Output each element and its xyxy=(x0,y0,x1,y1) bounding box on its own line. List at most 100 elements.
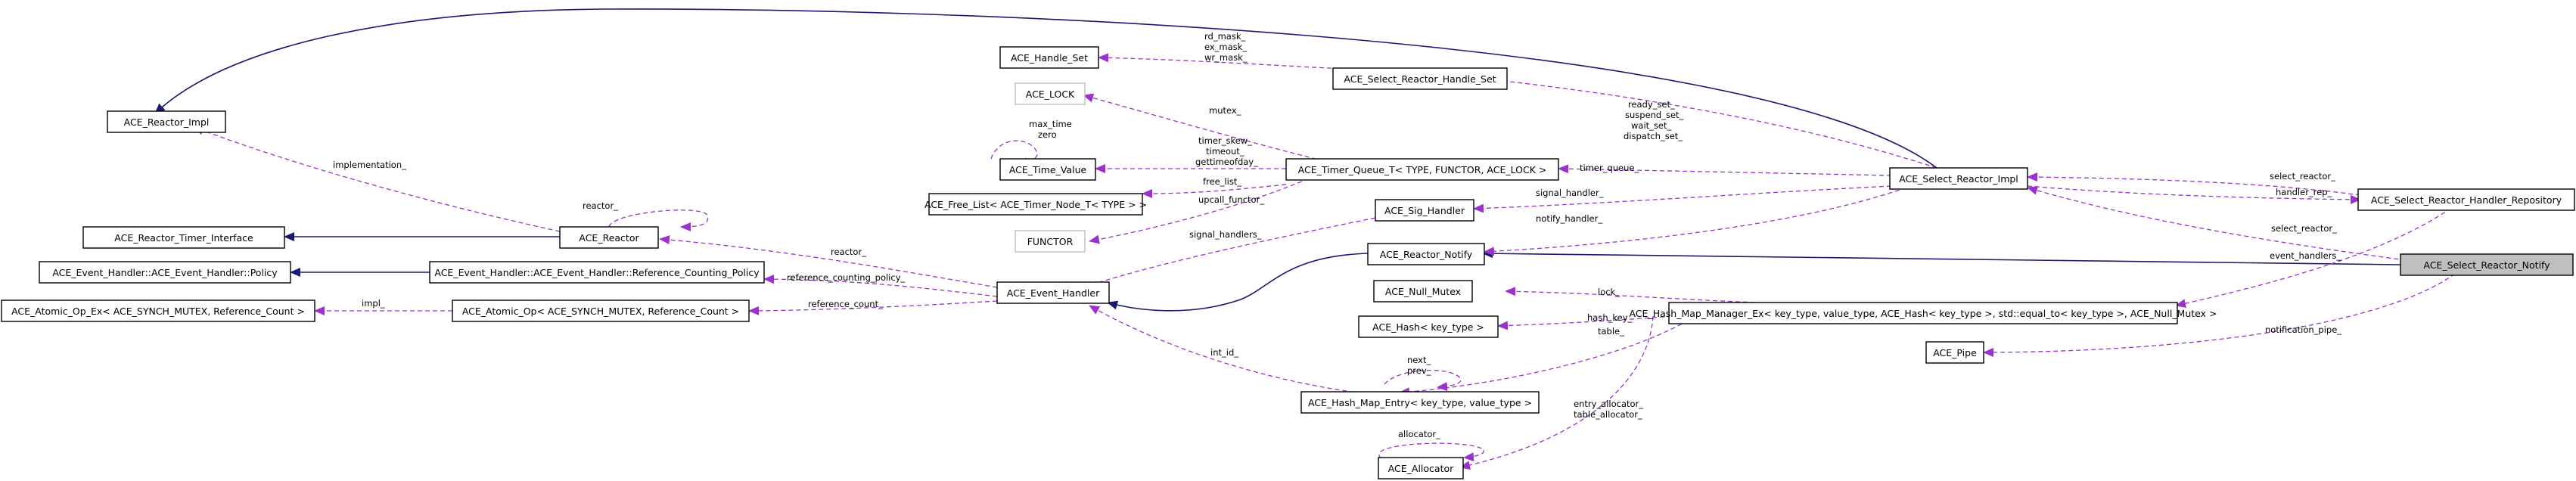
node-label: ACE_Atomic_Op_Ex< ACE_SYNCH_MUTEX, Refer… xyxy=(11,306,305,317)
edge-label-gettimeofday: gettimeofday_ xyxy=(1195,157,1258,167)
node-handle-set[interactable]: ACE_Handle_Set xyxy=(999,46,1099,69)
edge-label-reactor-self: reactor_ xyxy=(583,200,618,211)
edge-use-select-sets xyxy=(1482,75,1937,169)
edge-label-suspend-set: suspend_set_ xyxy=(1625,110,1684,120)
edge-use-reference-count xyxy=(748,300,998,315)
node-null-mutex[interactable]: ACE_Null_Mutex xyxy=(1373,280,1473,303)
edge-use-mutex xyxy=(1083,93,1325,162)
edge-label-allocator: allocator_ xyxy=(1398,429,1440,439)
edges xyxy=(154,8,2456,470)
edge-label-event-handlers: event_handlers_ xyxy=(2270,250,2341,261)
node-label: ACE_Timer_Queue_T< TYPE, FUNCTOR, ACE_LO… xyxy=(1298,164,1547,175)
node-label: ACE_Reactor xyxy=(579,232,639,244)
node-label: ACE_Null_Mutex xyxy=(1385,286,1461,297)
node-reactor[interactable]: ACE_Reactor xyxy=(559,226,659,249)
edge-label-dispatch-set: dispatch_set_ xyxy=(1624,131,1683,141)
edge-use-entry-allocators xyxy=(1459,315,1654,470)
edge-use-reactor-from-event-handler xyxy=(659,235,998,288)
edge-use-reference-counting-policy xyxy=(763,275,998,297)
edge-label-max-time: max_time xyxy=(1029,119,1072,129)
node-select-reactor-impl[interactable]: ACE_Select_Reactor_Impl xyxy=(1889,167,2028,190)
node-label: ACE_LOCK xyxy=(1026,88,1075,100)
node-handler-repository[interactable]: ACE_Select_Reactor_Handler_Repository xyxy=(2357,188,2575,211)
edge-label-reference-counting-policy: reference_counting_policy_ xyxy=(787,272,905,283)
node-pipe[interactable]: ACE_Pipe xyxy=(1925,341,1984,364)
node-allocator[interactable]: ACE_Allocator xyxy=(1378,457,1464,479)
edge-label-select-reactor-notify: select_reactor_ xyxy=(2271,223,2337,234)
node-timer-queue[interactable]: ACE_Timer_Queue_T< TYPE, FUNCTOR, ACE_LO… xyxy=(1285,158,1559,181)
node-label: ACE_Hash_Map_Entry< key_type, value_type… xyxy=(1308,397,1532,408)
edge-label-entry-allocator: entry_allocator_ xyxy=(1574,399,1643,409)
edge-use-notification-pipe xyxy=(1983,273,2456,357)
edge-label-timer-skew: timer_skew_ xyxy=(1198,135,1252,146)
edge-use-signal-handlers xyxy=(1074,217,1376,292)
edge-label-ready-set: ready_set_ xyxy=(1628,99,1675,110)
edge-label-table: table_ xyxy=(1598,326,1624,337)
edge-label-mutex: mutex_ xyxy=(1209,105,1241,116)
edge-use-notify-handler xyxy=(1484,187,1907,256)
node-event-handler[interactable]: ACE_Event_Handler xyxy=(996,281,1110,304)
node-label: ACE_Sig_Handler xyxy=(1384,205,1465,216)
node-event-handler-policy[interactable]: ACE_Event_Handler::ACE_Event_Handler::Po… xyxy=(39,261,291,284)
edge-label-prev: prev_ xyxy=(1407,365,1431,376)
edge-use-upcall-functor xyxy=(1089,178,1310,244)
node-reactor-impl[interactable]: ACE_Reactor_Impl xyxy=(107,110,226,133)
node-label: ACE_Time_Value xyxy=(1009,164,1087,175)
edge-label-notification-pipe: notification_pipe_ xyxy=(2265,324,2341,335)
node-label: ACE_Reactor_Notify xyxy=(1380,249,1473,260)
edge-label-impl: impl_ xyxy=(362,298,385,309)
edge-label-timer-queue: timer_queue_ xyxy=(1580,163,1639,173)
node-label: ACE_Reactor_Impl xyxy=(124,116,210,128)
edge-use-lock xyxy=(1505,287,1756,303)
edge-label-ex-mask: ex_mask_ xyxy=(1204,42,1247,52)
edge-use-select-reactor-from-repo xyxy=(2027,172,2361,196)
node-hash-map-entry[interactable]: ACE_Hash_Map_Entry< key_type, value_type… xyxy=(1300,391,1540,414)
node-label: ACE_Reactor_Timer_Interface xyxy=(114,232,253,244)
node-label: ACE_Free_List< ACE_Timer_Node_T< TYPE > … xyxy=(924,199,1147,210)
edge-label-signal-handlers: signal_handlers_ xyxy=(1189,229,1262,240)
node-label: ACE_Event_Handler xyxy=(1007,287,1100,299)
edge-labels: implementation_ reactor_ reactor_ refere… xyxy=(333,31,2341,439)
edge-use-select-reactor-from-notify xyxy=(2027,185,2407,261)
node-select-reactor-notify[interactable]: ACE_Select_Reactor_Notify xyxy=(2400,253,2574,276)
node-label: ACE_Allocator xyxy=(1388,463,1454,474)
edge-label-select-reactor-repo: select_reactor_ xyxy=(2270,171,2335,182)
edge-inherit-reactor-notify-to-event-handler xyxy=(1107,253,1370,312)
node-label: ACE_Select_Reactor_Handler_Repository xyxy=(2371,194,2562,206)
node-reactor-timer-interface[interactable]: ACE_Reactor_Timer_Interface xyxy=(82,226,285,249)
edge-use-int-id xyxy=(1089,305,1363,394)
edge-use-reactor-self xyxy=(608,209,709,231)
node-hash-map-manager[interactable]: ACE_Hash_Map_Manager_Ex< key_type, value… xyxy=(1630,302,2217,324)
node-time-value[interactable]: ACE_Time_Value xyxy=(999,158,1096,181)
node-reference-counting-policy[interactable]: ACE_Event_Handler::ACE_Event_Handler::Re… xyxy=(429,261,765,284)
node-reactor-notify[interactable]: ACE_Reactor_Notify xyxy=(1367,243,1485,265)
node-label: ACE_Select_Reactor_Handle_Set xyxy=(1344,73,1496,85)
node-atomic-op[interactable]: ACE_Atomic_Op< ACE_SYNCH_MUTEX, Referenc… xyxy=(452,299,750,322)
edge-label-implementation: implementation_ xyxy=(333,160,406,170)
node-label: ACE_Event_Handler::ACE_Event_Handler::Re… xyxy=(434,267,760,278)
edge-label-reference-count: reference_count_ xyxy=(808,299,883,309)
node-atomic-op-ex[interactable]: ACE_Atomic_Op_Ex< ACE_SYNCH_MUTEX, Refer… xyxy=(1,299,315,322)
node-sig-handler[interactable]: ACE_Sig_Handler xyxy=(1375,199,1474,222)
edge-label-notify-handler: notify_handler_ xyxy=(1536,213,1602,224)
edge-use-handle-set-masks xyxy=(1098,53,1378,71)
edge-use-signal-handler xyxy=(1473,185,1892,213)
node-label: ACE_Pipe xyxy=(1933,347,1977,358)
node-label: ACE_Select_Reactor_Impl xyxy=(1899,173,2018,185)
edge-label-next: next_ xyxy=(1407,355,1431,365)
edge-label-timeout: timeout_ xyxy=(1206,146,1244,157)
edge-label-table-allocator: table_allocator_ xyxy=(1574,409,1642,420)
edge-use-implementation xyxy=(193,126,561,232)
node-hash[interactable]: ACE_Hash< key_type > xyxy=(1358,315,1499,338)
edge-label-upcall-functor: upcall_functor_ xyxy=(1198,194,1264,205)
node-label: ACE_Handle_Set xyxy=(1011,52,1088,64)
edge-use-event-handlers xyxy=(2175,207,2452,309)
node-functor[interactable]: FUNCTOR xyxy=(1015,230,1086,253)
edge-use-allocator-self xyxy=(1378,442,1484,462)
edge-label-reactor-eh: reactor_ xyxy=(831,247,866,257)
edge-label-rd-mask: rd_mask_ xyxy=(1204,31,1245,42)
node-ace-lock[interactable]: ACE_LOCK xyxy=(1015,82,1086,105)
node-select-reactor-handle-set[interactable]: ACE_Select_Reactor_Handle_Set xyxy=(1332,67,1508,90)
node-free-list[interactable]: ACE_Free_List< ACE_Timer_Node_T< TYPE > … xyxy=(924,193,1147,216)
